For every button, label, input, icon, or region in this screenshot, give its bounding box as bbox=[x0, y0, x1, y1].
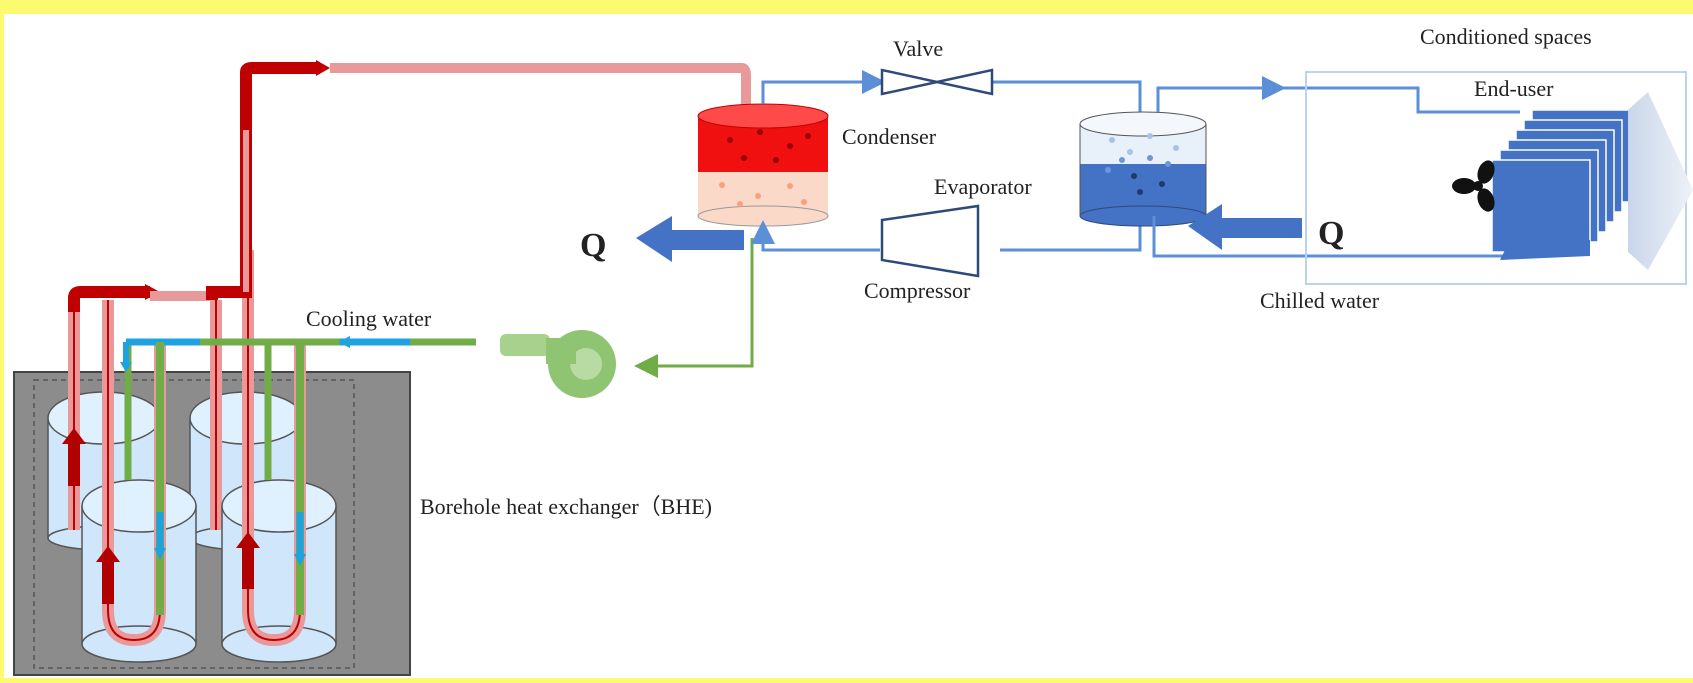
q-right-label: Q bbox=[1318, 215, 1344, 252]
compressor-label: Compressor bbox=[864, 278, 971, 303]
borehole-front-left bbox=[81, 479, 197, 663]
refrigerant-loop bbox=[751, 70, 1142, 252]
chilled-water-loop bbox=[1152, 76, 1520, 258]
valve-label: Valve bbox=[893, 36, 943, 61]
valve-icon bbox=[880, 68, 994, 96]
left-arrow-icon bbox=[338, 336, 350, 348]
evaporator bbox=[1079, 111, 1207, 227]
chilled-water-label: Chilled water bbox=[1260, 288, 1380, 313]
fan-icon bbox=[1452, 160, 1495, 212]
conditioned-spaces-label: Conditioned spaces bbox=[1420, 24, 1592, 49]
bhe-label: Borehole heat exchanger（BHE) bbox=[420, 494, 712, 519]
up-arrow-icon bbox=[236, 532, 260, 548]
hot-manifold bbox=[68, 60, 751, 312]
borehole-boundary bbox=[33, 379, 355, 669]
cooling-water-manifold bbox=[120, 336, 476, 470]
condenser bbox=[697, 103, 829, 227]
up-arrow-icon bbox=[62, 428, 86, 444]
condenser-label: Condenser bbox=[842, 124, 937, 149]
pump-icon bbox=[500, 330, 616, 398]
up-arrow-icon bbox=[96, 546, 120, 562]
airflow-arrow bbox=[1628, 92, 1693, 270]
evaporator-label: Evaporator bbox=[934, 174, 1032, 199]
down-arrow-icon bbox=[154, 548, 166, 560]
green-return-line bbox=[634, 238, 754, 378]
down-arrow-icon bbox=[120, 362, 132, 372]
q-left-label: Q bbox=[580, 227, 606, 264]
down-arrow-icon bbox=[294, 554, 306, 566]
back-borehole-pipes bbox=[62, 300, 222, 530]
end-user-label: End-user bbox=[1474, 76, 1554, 101]
borehole-field bbox=[13, 60, 751, 676]
heat-rejection-arrow bbox=[636, 216, 744, 262]
u-tube-front-right bbox=[236, 250, 306, 647]
right-arrow-icon bbox=[316, 60, 330, 76]
end-user-coil bbox=[1491, 109, 1631, 260]
heat-absorption-arrow bbox=[1188, 204, 1302, 250]
cooling-water-label: Cooling water bbox=[306, 306, 432, 331]
compressor-icon bbox=[880, 204, 980, 278]
